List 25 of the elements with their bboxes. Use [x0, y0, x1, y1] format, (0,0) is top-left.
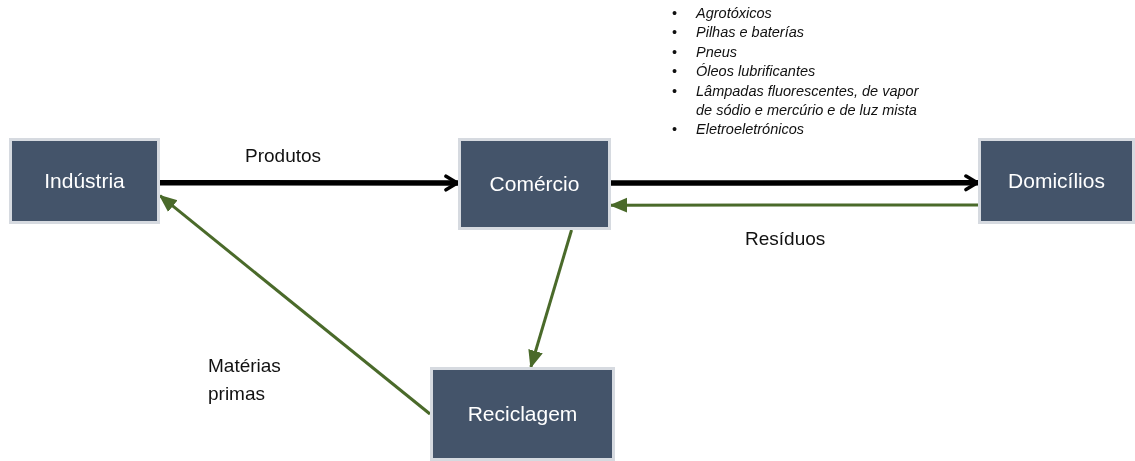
list-item: Óleos lubrificantes — [696, 62, 817, 82]
list-item: Pneus — [696, 42, 739, 62]
process-box — [9, 138, 160, 224]
process-box — [978, 138, 1135, 224]
bullet: • — [672, 4, 678, 23]
bullet: • — [672, 42, 678, 62]
arrow — [160, 174, 460, 192]
list-item: Pilhas e baterías — [696, 23, 805, 43]
arrow — [158, 194, 431, 416]
bullet: • — [672, 120, 678, 140]
bullet: • — [672, 62, 678, 82]
bullet: • — [672, 81, 678, 101]
arrow — [609, 197, 978, 213]
box-label: Reciclagem — [467, 402, 578, 426]
bullet: • — [672, 23, 678, 43]
arrow — [528, 229, 573, 369]
process-box — [430, 367, 615, 461]
box-label: Comércio — [489, 172, 580, 196]
box-label: Domicílios — [1008, 169, 1105, 193]
list-item: Eletroeletrónicos — [696, 120, 805, 140]
box-label: Indústria — [44, 169, 125, 193]
list-item: Lâmpadas fluorescentes, de vapor de sódio e mercúrio e de luz mista — [696, 81, 920, 121]
list-item: Agrotóxicos — [696, 4, 773, 23]
process-box — [458, 138, 611, 230]
arrow — [611, 174, 980, 192]
